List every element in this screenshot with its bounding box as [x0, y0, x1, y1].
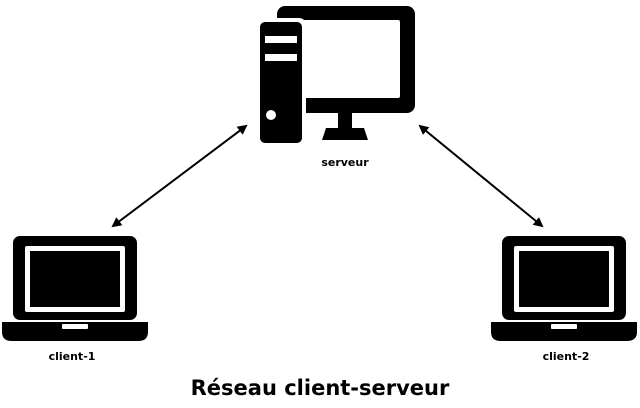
diagram-title: Réseau client-serveur: [191, 376, 450, 400]
laptop-base: [2, 322, 148, 341]
connection-arrow-client-2-server: [418, 124, 544, 228]
monitor-screen: [292, 20, 400, 98]
client-1-label: client-1: [49, 350, 96, 363]
server-node: serveur: [256, 6, 415, 169]
laptop-touchpad-notch: [62, 324, 88, 329]
laptop-screen-inner: [519, 251, 609, 307]
client-2-node: client-2: [491, 236, 637, 363]
desktop-computer-icon: [256, 6, 415, 147]
laptop-base: [491, 322, 637, 341]
tower-drive-bay-2: [265, 54, 297, 61]
laptop-touchpad-notch: [551, 324, 577, 329]
tower-drive-bay-1: [265, 36, 297, 43]
server-label: serveur: [321, 156, 369, 169]
laptop-icon: [491, 236, 637, 341]
connection-arrow-client-1-server: [111, 124, 248, 228]
monitor-stand-neck: [338, 113, 352, 128]
laptop-screen-inner: [30, 251, 120, 307]
tower-power-button: [266, 110, 276, 120]
client-2-label: client-2: [543, 350, 590, 363]
monitor-stand-base: [322, 128, 368, 140]
laptop-icon: [2, 236, 148, 341]
client-1-node: client-1: [2, 236, 148, 363]
